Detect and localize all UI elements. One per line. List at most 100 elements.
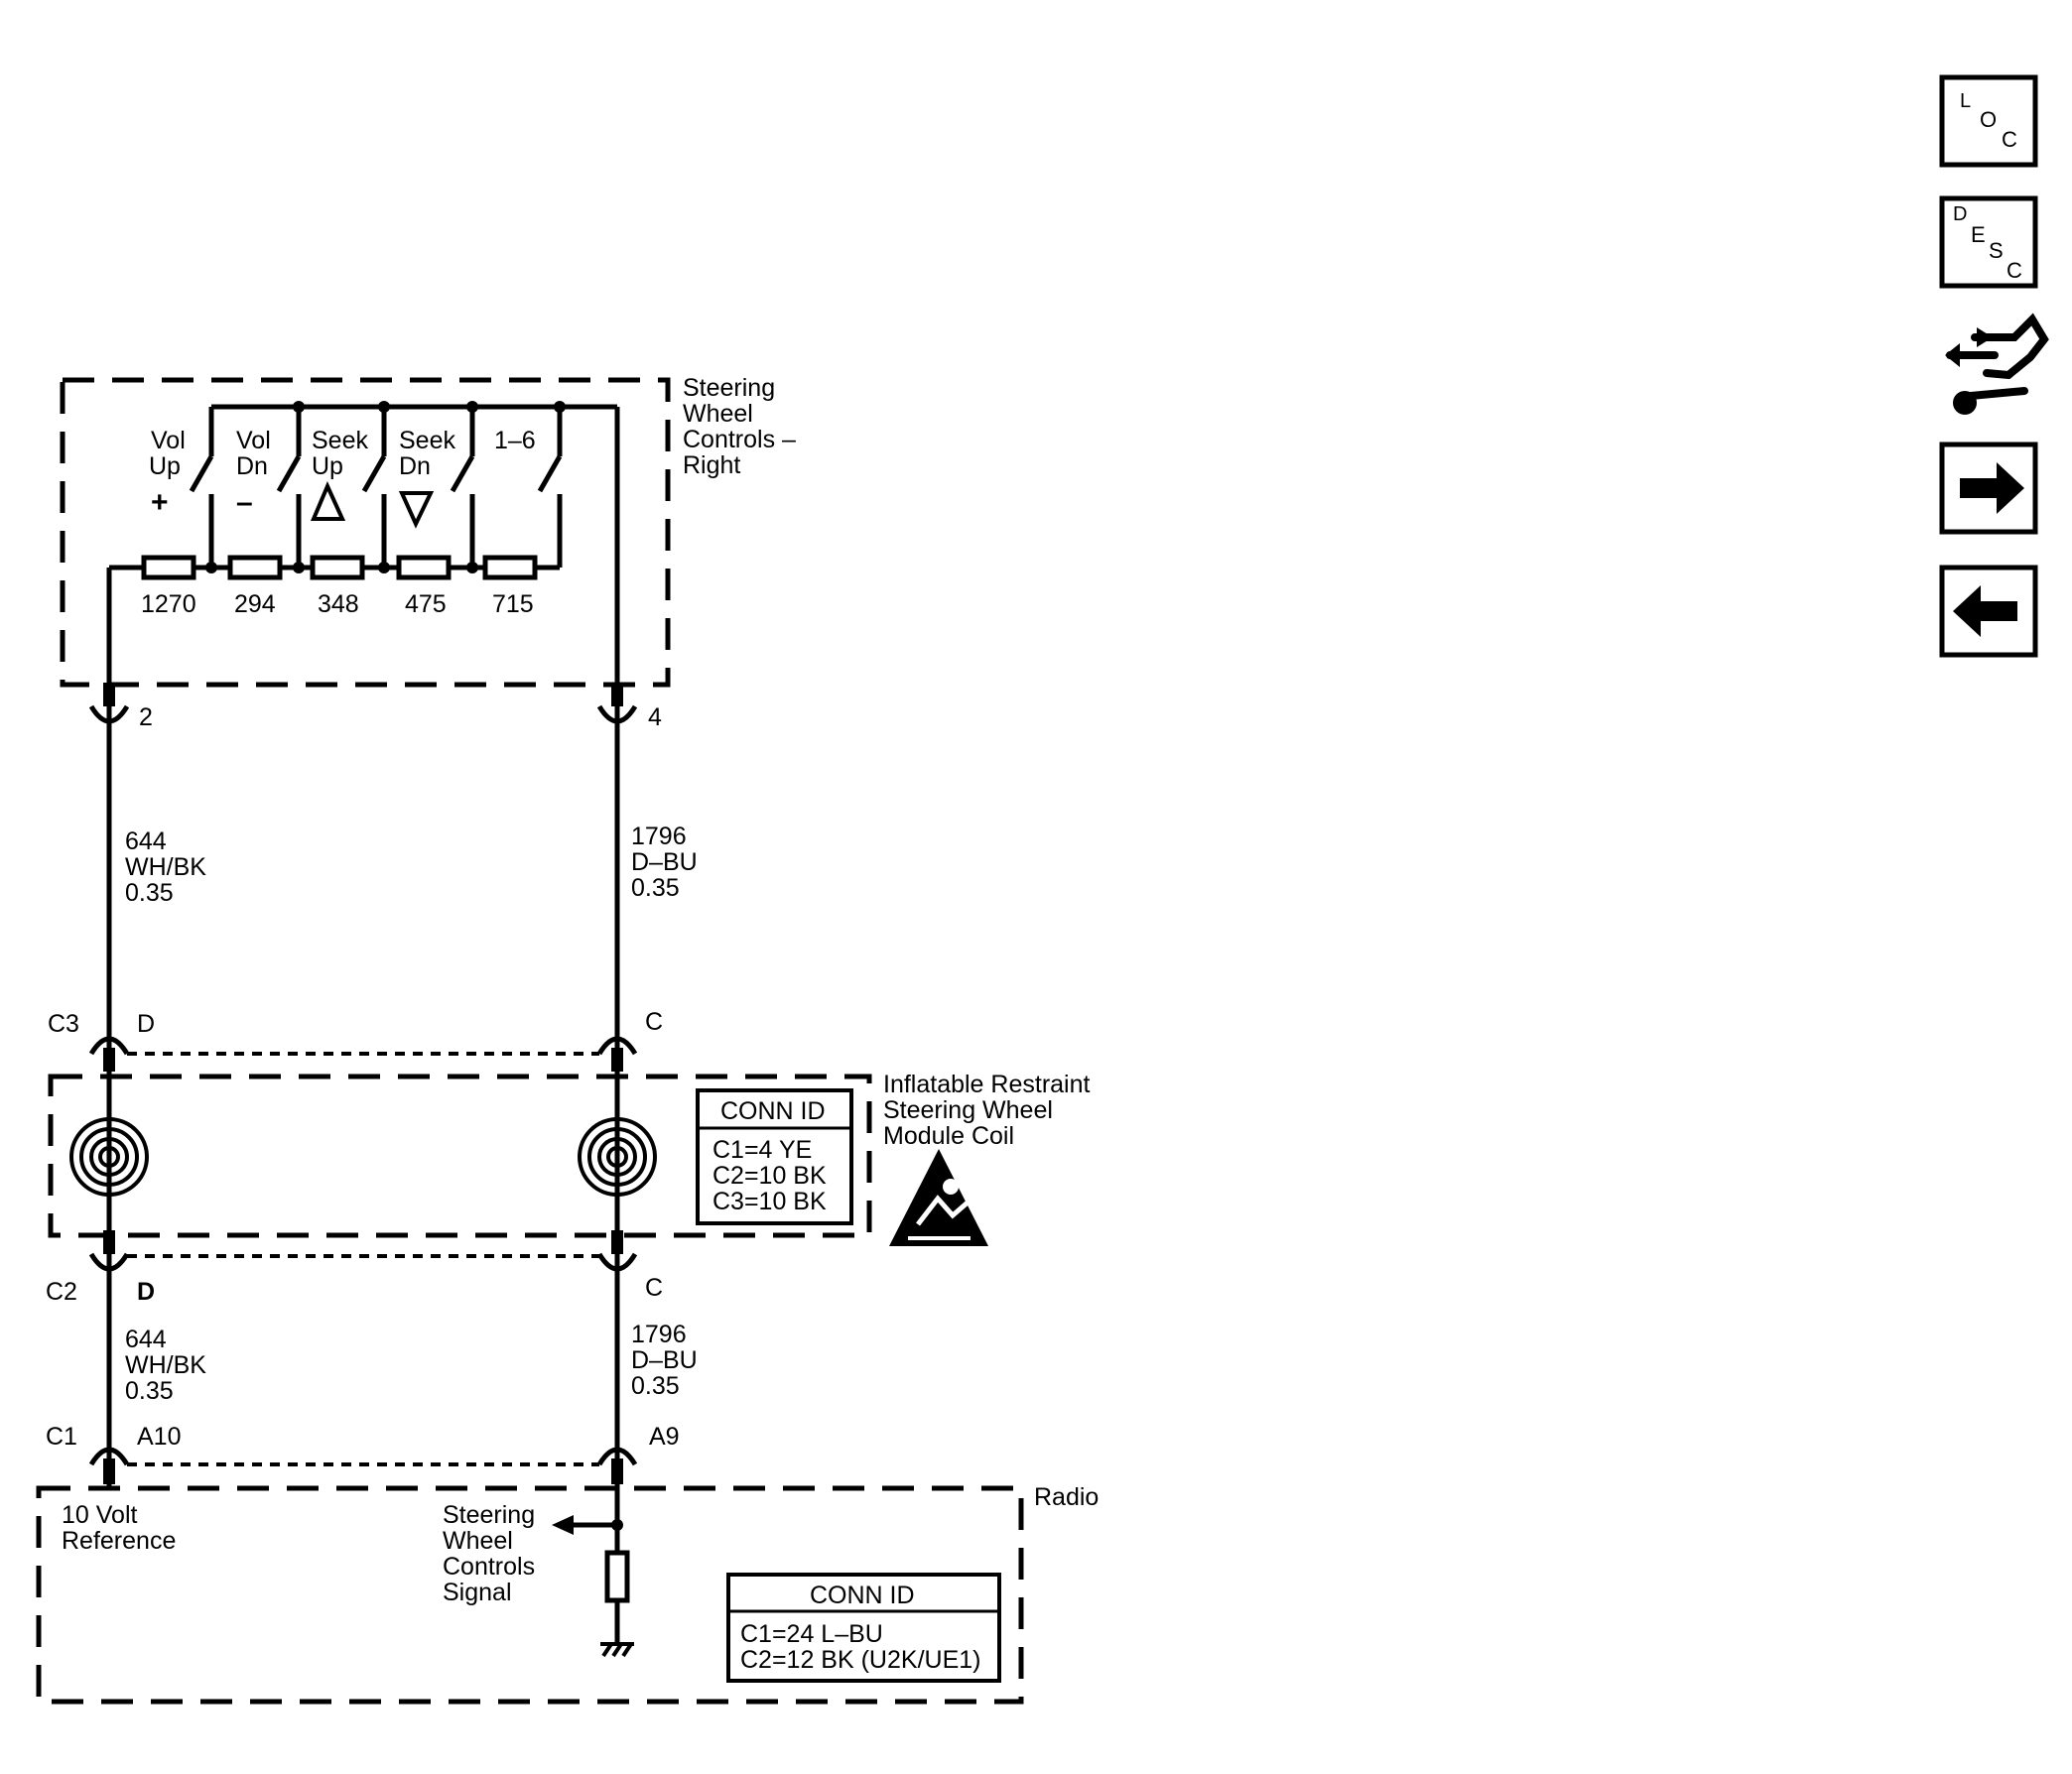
radio-signal-label: Steering Wheel Controls Signal <box>443 1501 535 1606</box>
svg-text:WH/BK: WH/BK <box>125 1351 206 1379</box>
switch-seek-up: Seek Up <box>310 427 368 521</box>
svg-text:C: C <box>2002 127 2017 152</box>
svg-text:10 Volt: 10 Volt <box>62 1501 138 1529</box>
svg-text:Right: Right <box>683 451 740 479</box>
svg-text:D: D <box>137 1278 155 1306</box>
main-wires <box>106 685 620 1488</box>
svg-text:Vol: Vol <box>236 427 271 454</box>
switch-vol-up: Vol Up + <box>149 427 186 519</box>
svg-text:C: C <box>645 1274 663 1302</box>
svg-text:Wheel: Wheel <box>683 400 753 428</box>
svg-text:Controls –: Controls – <box>683 426 796 453</box>
svg-text:Vol: Vol <box>151 427 186 454</box>
svg-text:+: + <box>151 486 169 519</box>
svg-text:WH/BK: WH/BK <box>125 853 206 881</box>
connector-c2: C2 D C <box>46 1230 663 1306</box>
svg-text:Up: Up <box>149 452 181 480</box>
wire-1796-upper: 1796 D–BU 0.35 <box>631 823 698 902</box>
svg-text:Controls: Controls <box>443 1553 535 1581</box>
svg-text:Inflatable Restraint: Inflatable Restraint <box>883 1071 1091 1098</box>
connector-c1: C1 A10 A9 <box>46 1423 680 1484</box>
svg-text:C2=12 BK (U2K/UE1): C2=12 BK (U2K/UE1) <box>740 1646 980 1674</box>
pin-4-label: 4 <box>648 703 662 731</box>
connector-c3: C3 D C <box>48 1008 663 1072</box>
svg-text:A10: A10 <box>137 1423 181 1451</box>
svg-text:Up: Up <box>312 452 343 480</box>
svg-text:D–BU: D–BU <box>631 848 698 876</box>
switch-module-boundary <box>60 377 671 688</box>
svg-text:C3: C3 <box>48 1010 79 1038</box>
pin-2-label: 2 <box>139 703 153 731</box>
wire-1796-lower: 1796 D–BU 0.35 <box>631 1321 698 1400</box>
svg-text:475: 475 <box>405 590 447 618</box>
svg-text:C3=10 BK: C3=10 BK <box>712 1188 827 1215</box>
svg-text:Signal: Signal <box>443 1579 512 1606</box>
svg-text:O: O <box>1980 107 1997 132</box>
svg-text:1796: 1796 <box>631 823 687 850</box>
svg-text:Steering: Steering <box>683 374 775 402</box>
svg-text:Steering: Steering <box>443 1501 535 1529</box>
wire-644-upper: 644 WH/BK 0.35 <box>125 827 206 907</box>
coil-conn-id-table: CONN ID C1=4 YE C2=10 BK C3=10 BK <box>696 1088 853 1225</box>
svg-text:C2=10 BK: C2=10 BK <box>712 1162 827 1190</box>
svg-text:D: D <box>1953 203 1967 225</box>
seek-dn-triangle-icon <box>398 491 435 529</box>
svg-text:348: 348 <box>318 590 359 618</box>
svg-text:Dn: Dn <box>399 452 431 480</box>
svg-text:0.35: 0.35 <box>125 1377 174 1405</box>
svg-text:C1=24 L–BU: C1=24 L–BU <box>740 1620 883 1648</box>
radio-boundary <box>36 1485 1024 1705</box>
back-button[interactable] <box>1939 565 2038 658</box>
connector-tool-icon <box>1945 313 2049 415</box>
coil-module-title: Inflatable Restraint Steering Wheel Modu… <box>883 1071 1091 1150</box>
svg-text:C: C <box>645 1008 663 1036</box>
radio-conn-id-table: CONN ID C1=24 L–BU C2=12 BK (U2K/UE1) <box>726 1573 1001 1683</box>
svg-text:0.35: 0.35 <box>631 1372 680 1400</box>
radio-title: Radio <box>1034 1483 1099 1511</box>
svg-text:D: D <box>137 1010 155 1038</box>
svg-text:0.35: 0.35 <box>125 879 174 907</box>
ground-icon <box>600 1642 634 1658</box>
connector-tool-button[interactable] <box>1945 313 2049 415</box>
svg-text:1796: 1796 <box>631 1321 687 1348</box>
svg-text:715: 715 <box>492 590 534 618</box>
pin-2-terminal <box>88 683 130 724</box>
svg-text:1270: 1270 <box>141 590 196 618</box>
switch-seek-dn: Seek Dn <box>398 427 455 529</box>
svg-text:–: – <box>236 486 253 519</box>
seek-up-triangle-icon <box>310 481 346 521</box>
svg-text:Wheel: Wheel <box>443 1527 513 1555</box>
svg-text:Seek: Seek <box>312 427 368 454</box>
svg-text:644: 644 <box>125 1326 167 1353</box>
next-button[interactable] <box>1939 442 2038 535</box>
svg-text:E: E <box>1971 222 1986 247</box>
resistor-ladder <box>106 555 560 685</box>
loc-button[interactable]: L O C <box>1939 74 2038 168</box>
resistor-values: 1270 294 348 475 715 <box>141 590 534 618</box>
svg-text:S: S <box>1989 238 2004 263</box>
svg-text:644: 644 <box>125 827 167 855</box>
svg-text:CONN ID: CONN ID <box>810 1582 915 1609</box>
svg-text:0.35: 0.35 <box>631 874 680 902</box>
clockspring-coil-right-icon <box>578 1117 657 1197</box>
arrow-right-icon <box>1960 462 2024 514</box>
coil-module-boundary <box>48 1074 872 1238</box>
svg-text:C: C <box>2007 258 2022 283</box>
svg-text:D–BU: D–BU <box>631 1346 698 1374</box>
radio-reference-label: 10 Volt Reference <box>62 1501 176 1555</box>
switch-preset: 1–6 <box>494 427 536 454</box>
desc-button[interactable]: D E S C <box>1939 195 2038 289</box>
pin-4-terminal <box>596 683 638 724</box>
svg-text:L: L <box>1960 90 1971 112</box>
svg-text:294: 294 <box>234 590 276 618</box>
svg-text:C1=4 YE: C1=4 YE <box>712 1136 812 1164</box>
svg-text:Steering Wheel: Steering Wheel <box>883 1096 1053 1124</box>
svg-text:C1: C1 <box>46 1423 77 1451</box>
svg-text:C2: C2 <box>46 1278 77 1306</box>
svg-text:Dn: Dn <box>236 452 268 480</box>
signal-arrow-icon <box>552 1515 623 1535</box>
svg-text:1–6: 1–6 <box>494 427 536 454</box>
wire-644-lower: 644 WH/BK 0.35 <box>125 1326 206 1405</box>
arrow-left-icon <box>1953 585 2017 637</box>
